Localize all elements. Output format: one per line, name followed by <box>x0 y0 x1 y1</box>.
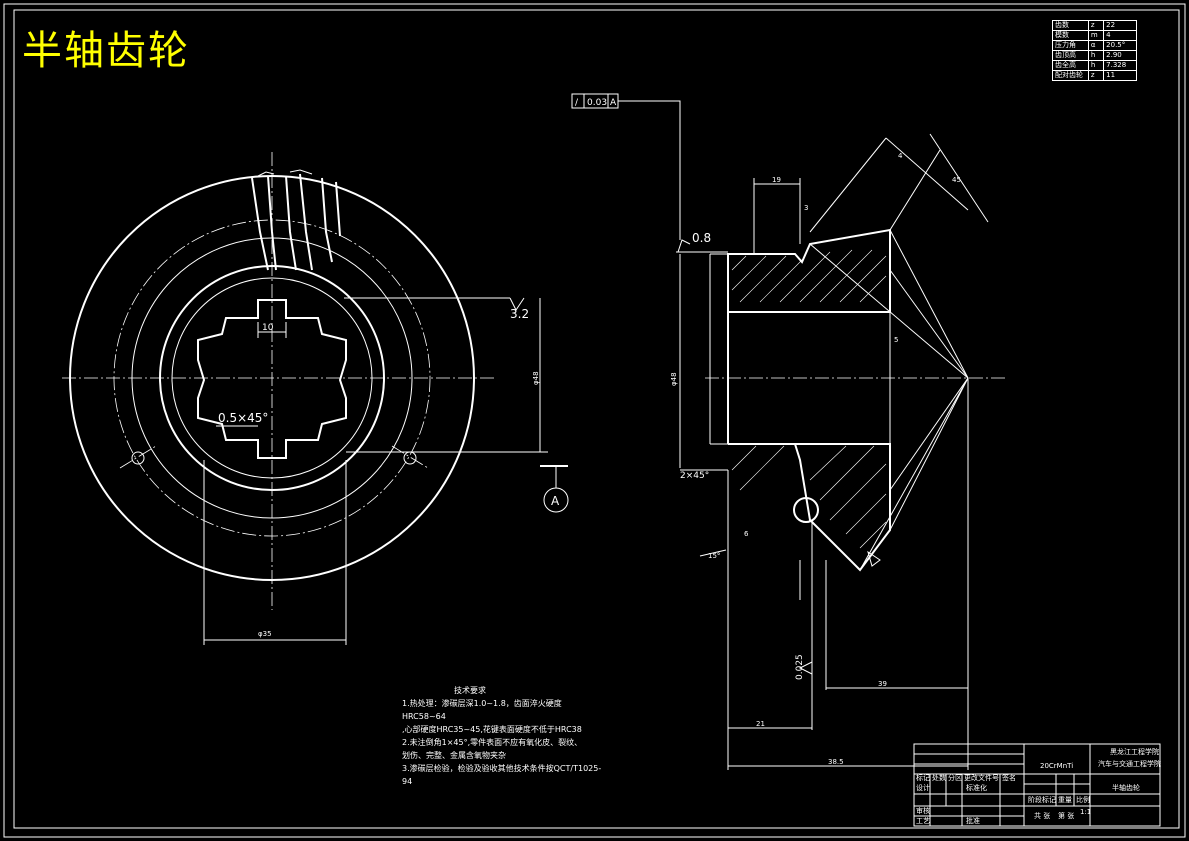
svg-text:19: 19 <box>772 176 781 184</box>
svg-text:分区: 分区 <box>948 773 962 782</box>
section-view: 4 45 19 3 / 0.03 A 0.8 φ48 2×45° 15° 6 5 <box>571 93 1005 770</box>
section-label: A <box>551 494 560 508</box>
tech-item: 划伤、完整、金属含氧物夹杂 <box>402 751 506 760</box>
school-line1: 黑龙江工程学院 <box>1110 747 1159 756</box>
svg-text:21: 21 <box>756 720 765 728</box>
svg-text:设计: 设计 <box>916 783 930 792</box>
dia-bottom-dim: φ35 <box>258 630 272 638</box>
svg-text:φ48: φ48 <box>670 372 678 386</box>
roughness-0-8: 0.8 <box>692 231 711 245</box>
chamfer-inner-label: 0.5×45° <box>218 411 268 425</box>
chamfer-outer-label: 2×45° <box>680 471 709 481</box>
spline-hole <box>197 299 347 459</box>
svg-text:38.5: 38.5 <box>828 758 844 766</box>
svg-text:审核: 审核 <box>916 806 930 815</box>
svg-text:标记: 标记 <box>916 773 930 782</box>
tol-datum: A <box>610 98 617 108</box>
svg-text:3: 3 <box>804 204 808 212</box>
svg-text:39: 39 <box>878 680 887 688</box>
tol-symbol: / <box>575 98 579 108</box>
svg-text:45: 45 <box>952 176 961 184</box>
dia-bore-dim: φ48 <box>532 371 540 385</box>
material: 20CrMnTi <box>1040 762 1073 770</box>
svg-text:阶段标记: 阶段标记 <box>1028 795 1056 804</box>
svg-text:4: 4 <box>898 152 903 160</box>
svg-text:签名: 签名 <box>1002 773 1016 782</box>
drawing-title: 半轴齿轮 <box>22 28 190 74</box>
svg-text:第 张: 第 张 <box>1058 811 1074 820</box>
outer-frame <box>3 3 1186 838</box>
title-block: 20CrMnTi 黑龙江工程学院 汽车与交通工程学院 半轴齿轮 标记 处数 分区… <box>913 743 1161 827</box>
svg-text:5: 5 <box>894 336 898 344</box>
technical-requirements: 技术要求 1.热处理：渗碳层深1.0~1.8，齿面淬火硬度HRC58~64 ,心… <box>402 684 602 788</box>
svg-text:重量: 重量 <box>1058 796 1072 804</box>
tech-item: 3.渗碳层检验，检验及验收其他技术条件按QCT/T1025-94 <box>402 764 602 786</box>
svg-text:处数: 处数 <box>932 773 946 782</box>
svg-text:标准化: 标准化 <box>966 783 987 792</box>
inner-frame <box>13 9 1180 829</box>
tech-item: ,心部硬度HRC35~45,花键表面硬度不低于HRC38 <box>402 725 582 734</box>
school-line2: 汽车与交通工程学院 <box>1098 759 1161 768</box>
svg-text:批准: 批准 <box>966 816 980 825</box>
tech-heading: 技术要求 <box>454 686 486 695</box>
tech-item: 1.热处理：渗碳层深1.0~1.8，齿面淬火硬度HRC58~64 <box>402 699 562 721</box>
part-name: 半轴齿轮 <box>1112 783 1140 792</box>
svg-text:6: 6 <box>744 530 749 538</box>
tech-item: 2.未注倒角1×45°,零件表面不应有氧化皮、裂纹、 <box>402 738 583 747</box>
svg-text:比例: 比例 <box>1076 795 1090 804</box>
svg-text:共 张: 共 张 <box>1034 811 1050 820</box>
svg-text:1:1: 1:1 <box>1080 808 1091 816</box>
roughness-0-025: 0.025 <box>795 654 805 680</box>
svg-text:15°: 15° <box>708 552 720 560</box>
spline-width-dim: 10 <box>262 323 274 333</box>
tol-value: 0.03 <box>587 98 607 108</box>
roughness-3-2: 3.2 <box>510 307 529 321</box>
svg-text:工艺: 工艺 <box>916 817 930 825</box>
front-view: 10 0.5×45° 3.2 φ48 A φ35 <box>62 152 569 645</box>
svg-text:更改文件号: 更改文件号 <box>964 773 999 782</box>
